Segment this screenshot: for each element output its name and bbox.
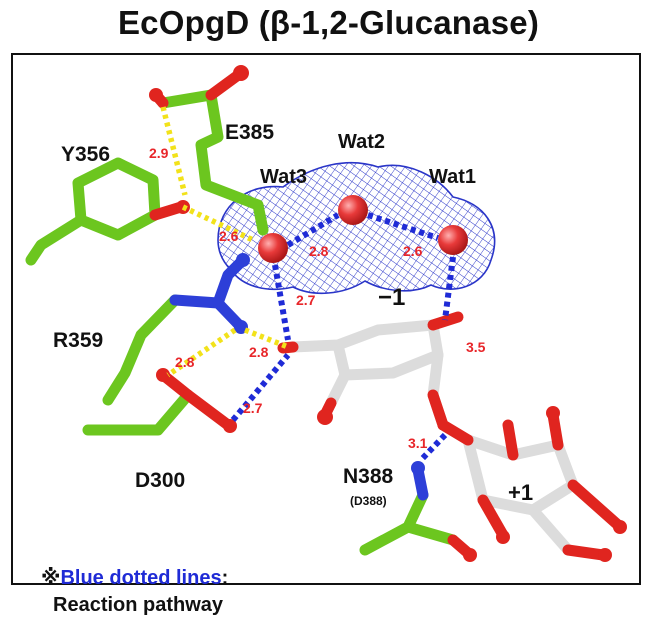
water-wat3	[258, 233, 288, 263]
distance-label: 2.8	[309, 243, 329, 259]
sugar-sticks	[277, 311, 624, 561]
distance-label: 2.8	[175, 354, 195, 370]
label-y356: Y356	[61, 143, 110, 166]
oxygen-atoms	[149, 65, 627, 562]
active-site-scene: Y356 E385 Wat3 Wat2 Wat1 R359 D300 N388 …	[25, 65, 627, 562]
figure-title: EcOpgD (β-1,2-Glucanase)	[117, 4, 540, 41]
label-subsite-plus1: +1	[508, 480, 533, 505]
label-wat3: Wat3	[260, 166, 307, 188]
water-wat2	[338, 195, 368, 225]
label-n388: N388	[343, 465, 394, 488]
label-wat2: Wat2	[338, 131, 385, 153]
distance-label: 3.5	[466, 339, 486, 355]
pathway-dashes	[230, 212, 456, 463]
electron-density-mesh	[217, 161, 496, 295]
legend-line-2: Reaction pathway	[53, 594, 224, 616]
distance-label: 2.6	[219, 228, 239, 244]
label-r359: R359	[53, 329, 103, 352]
water-wat1	[438, 225, 468, 255]
distance-label: 2.8	[249, 344, 269, 360]
label-d300: D300	[135, 469, 185, 492]
nitrogen-atoms	[234, 253, 425, 475]
legend-colon: :	[221, 567, 229, 589]
label-e385: E385	[225, 121, 274, 144]
label-subsite-minus1: −1	[378, 284, 405, 311]
label-n388-sub: (D388)	[350, 494, 387, 508]
legend-highlight: Blue dotted lines	[60, 567, 222, 589]
legend-line-1: ※Blue dotted lines:	[41, 565, 228, 590]
distance-label: 2.9	[149, 145, 169, 161]
legend-mark: ※	[41, 567, 61, 589]
distance-label: 2.7	[296, 292, 316, 308]
structure-panel: Y356 E385 Wat3 Wat2 Wat1 R359 D300 N388 …	[11, 53, 641, 616]
distance-label: 3.1	[408, 435, 428, 451]
water-molecules	[258, 195, 468, 263]
distance-label: 2.6	[403, 243, 423, 259]
distance-label: 2.7	[243, 400, 263, 416]
hbond-dashes	[160, 106, 290, 378]
label-wat1: Wat1	[429, 166, 476, 188]
